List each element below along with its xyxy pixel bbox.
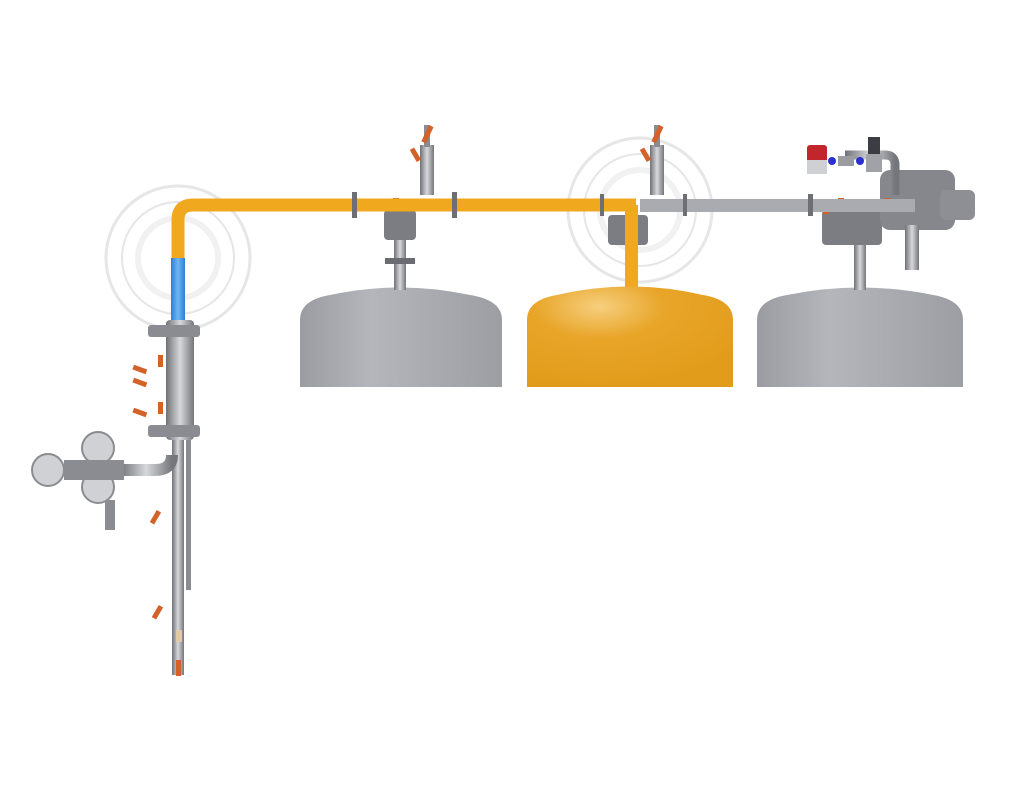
tank-valve-3[interactable] [822,150,975,290]
pipe-flanges [352,192,813,218]
regulator-body [866,154,882,172]
inactive-pipe [640,199,915,212]
active-flow-pipe [171,198,636,265]
pressure-regulator-icon[interactable] [868,137,880,155]
solenoid-body [807,160,827,174]
tank-1[interactable] [300,287,502,388]
tank-2-active[interactable] [527,286,733,388]
valve-handle-icon[interactable] [132,355,181,676]
fitting-blue [856,157,864,165]
inlet-manifold[interactable] [31,320,200,675]
active-flow-branch [625,205,638,287]
tank-3[interactable] [757,287,963,388]
fitting-blue [828,157,836,165]
solenoid-actuator-icon[interactable] [807,145,827,163]
inline-valve[interactable] [838,156,854,166]
inlet-flow-pipe [171,258,185,320]
